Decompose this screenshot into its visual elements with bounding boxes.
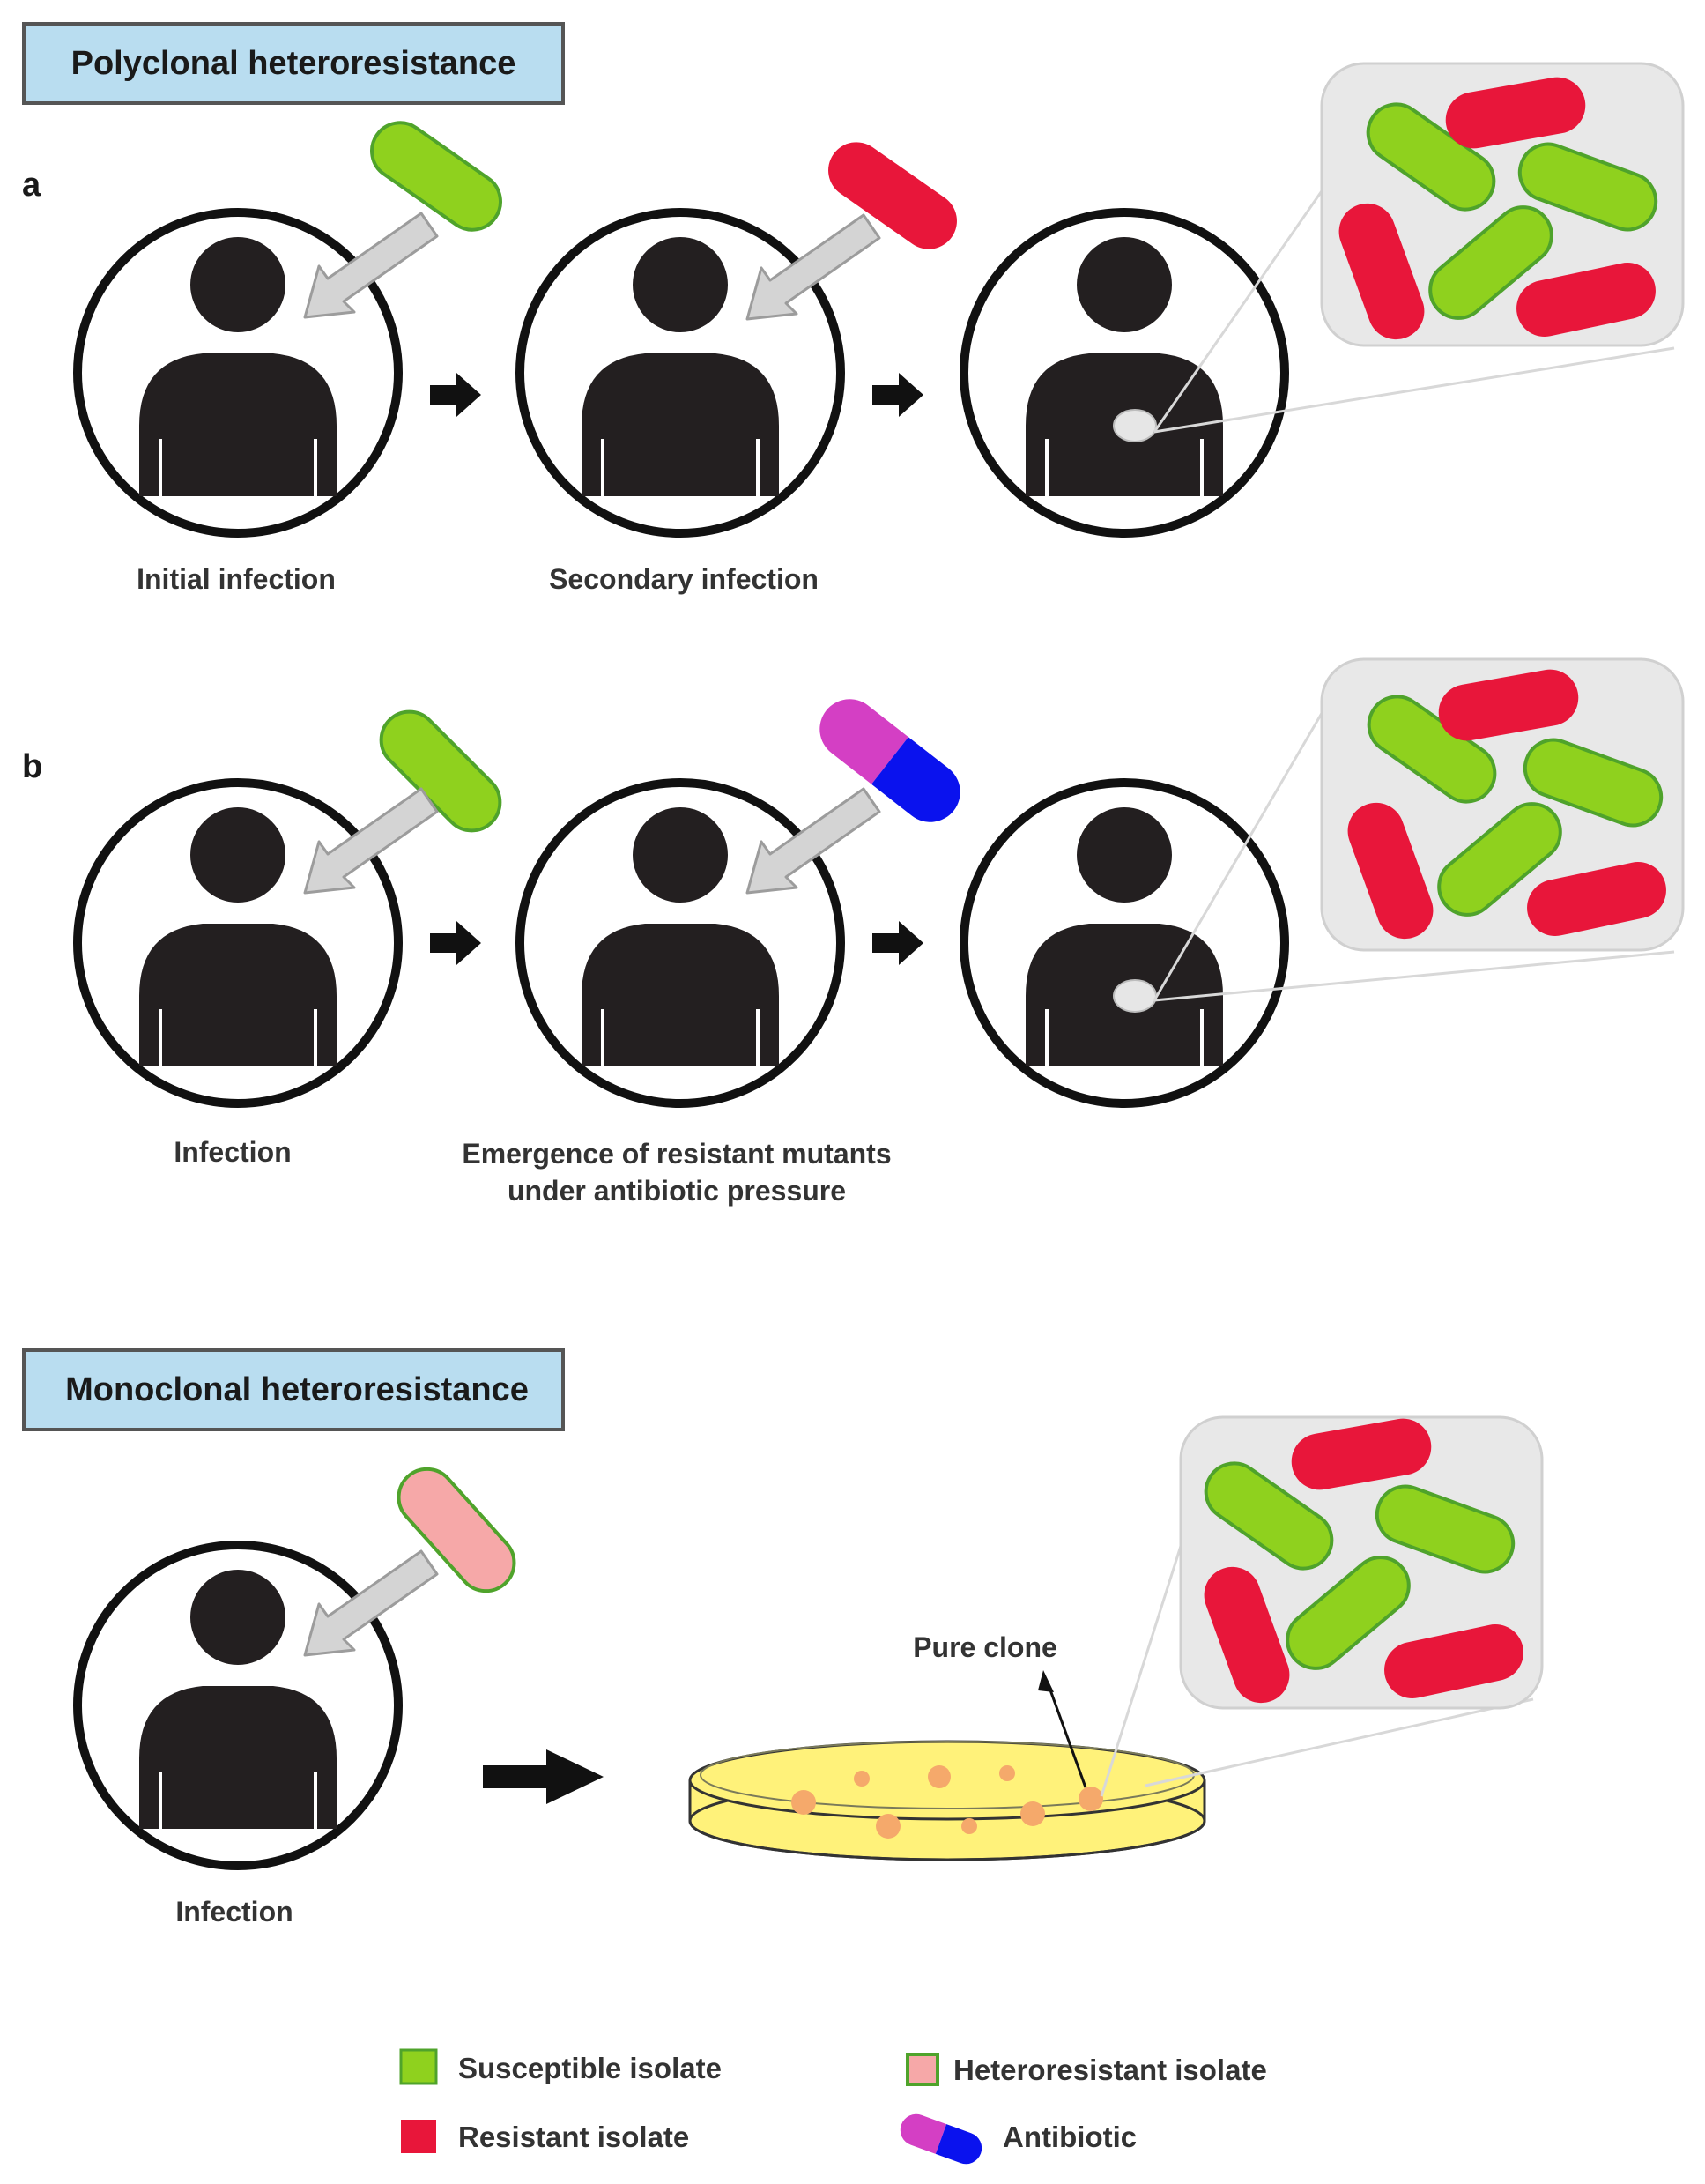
panel-a-susceptible-bacterium: [370, 121, 502, 232]
panel-b-patient-3: [960, 778, 1289, 1108]
panel-b-progress-arrow-1: [430, 921, 481, 965]
panel-b: b: [22, 657, 1685, 1207]
panel-a-caption-1: Initial infection: [137, 563, 336, 595]
monoclonal-title-box: Monoclonal heteroresistance: [22, 1348, 565, 1431]
panel-a: a: [22, 62, 1685, 595]
pure-clone-pointer: [1038, 1670, 1087, 1788]
panel-a-patient-1: [73, 208, 403, 538]
panel-b-progress-arrow-2: [872, 921, 923, 965]
legend-antibiotic-label: Antibiotic: [1003, 2121, 1137, 2153]
monoclonal-patient: [73, 1541, 403, 1870]
legend-heteroresistant-label: Heteroresistant isolate: [953, 2054, 1267, 2086]
panel-b-letter: b: [22, 748, 42, 785]
monoclonal-progress-arrow: [483, 1749, 604, 1804]
monoclonal-title: Monoclonal heteroresistance: [65, 1371, 529, 1408]
panel-a-caption-2: Secondary infection: [549, 563, 819, 595]
legend-antibiotic: Antibiotic: [900, 2113, 1137, 2165]
panel-b-caption-1: Infection: [174, 1136, 291, 1168]
legend-heteroresistant: Heteroresistant isolate: [906, 2053, 1267, 2086]
panel-b-zoom-box: [1320, 657, 1685, 952]
panel-a-patient-2: [515, 208, 845, 538]
legend: Susceptible isolate Resistant isolate He…: [399, 2048, 1267, 2165]
pure-clone-label: Pure clone: [913, 1631, 1057, 1663]
panel-a-letter: a: [22, 167, 41, 204]
panel-b-patient-2: [515, 778, 845, 1108]
polyclonal-title-box: Polyclonal heteroresistance: [22, 22, 565, 105]
monoclonal-heteroresistant-bacterium: [397, 1467, 516, 1593]
panel-b-caption-2-line-2: under antibiotic pressure: [508, 1175, 846, 1207]
panel-b-caption-2-line-1: Emergence of resistant mutants: [462, 1138, 891, 1170]
panel-a-resistant-bacterium: [828, 142, 957, 249]
panel-a-progress-arrow-1: [430, 373, 481, 417]
panel-b-patient-1: [73, 778, 403, 1108]
legend-susceptible: Susceptible isolate: [399, 2048, 722, 2085]
polyclonal-title: Polyclonal heteroresistance: [71, 45, 516, 82]
legend-resistant: Resistant isolate: [401, 2120, 689, 2153]
monoclonal-caption-1: Infection: [175, 1896, 293, 1928]
antibiotic-capsule-icon: [819, 699, 960, 822]
antibiotic-capsule-icon: [900, 2113, 982, 2165]
legend-resistant-label: Resistant isolate: [458, 2121, 689, 2153]
monoclonal-panel: Pure clone Infection: [73, 1415, 1544, 1928]
panel-a-patient-3: [960, 208, 1289, 538]
monoclonal-zoom-box: [1179, 1415, 1544, 1710]
panel-a-zoom-box: [1320, 62, 1685, 347]
panel-a-progress-arrow-2: [872, 373, 923, 417]
petri-dish-icon: [688, 1740, 1206, 1861]
pure-clone-colony: [1079, 1787, 1103, 1811]
legend-susceptible-label: Susceptible isolate: [458, 2052, 722, 2084]
